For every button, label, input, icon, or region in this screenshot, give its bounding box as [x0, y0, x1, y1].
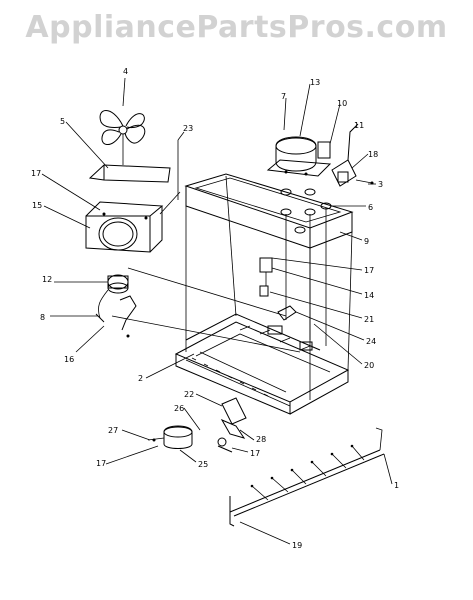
callout-label: 17 — [31, 169, 41, 178]
callout-label: 8 — [40, 313, 45, 322]
base-pan — [174, 313, 350, 415]
callout-label: 17 — [364, 266, 374, 275]
callout-label: 17 — [96, 459, 106, 468]
callout-label: 5 — [60, 117, 65, 126]
callout-label: 12 — [42, 275, 52, 284]
compartment-tray — [184, 173, 354, 249]
control-components — [259, 257, 297, 321]
fan-motor — [95, 274, 137, 338]
thermostat — [147, 425, 193, 449]
callout-label: 17 — [250, 449, 260, 458]
callout-label: 2 — [138, 374, 143, 383]
fan-blade — [99, 110, 146, 165]
callout-label: 9 — [364, 237, 369, 246]
callout-label: 18 — [368, 150, 378, 159]
callout-label: 4 — [123, 67, 128, 76]
projection-lines — [111, 140, 353, 400]
callout-label: 14 — [364, 291, 374, 300]
callout-label: 22 — [184, 390, 194, 399]
callout-label: 23 — [183, 124, 193, 133]
callout-label: 15 — [32, 201, 42, 210]
callout-label: 11 — [354, 121, 364, 130]
callout-label: 16 — [64, 355, 74, 364]
callout-label: 21 — [364, 315, 374, 324]
callout-label: 1 — [394, 481, 399, 490]
callout-label: 3 — [378, 180, 383, 189]
callout-label: 10 — [337, 99, 347, 108]
callout-label: 13 — [310, 78, 320, 87]
callout-label: 28 — [256, 435, 266, 444]
callout-label: 20 — [364, 361, 374, 370]
callout-label: 6 — [368, 203, 373, 212]
leader-lines — [41, 77, 393, 545]
callout-label: 25 — [198, 460, 208, 469]
fan-shroud — [85, 201, 164, 253]
watermark-logo: AppliancePartsPros.com — [25, 10, 448, 45]
defrost-assembly — [217, 397, 247, 453]
compressor — [266, 136, 332, 177]
callout-label: 24 — [366, 337, 376, 346]
wire-harness — [229, 427, 385, 527]
callout-labels: 4 5 23 17 15 12 8 16 7 13 10 11 18 3 6 9… — [31, 67, 399, 550]
callout-label: 26 — [174, 404, 184, 413]
fan-bracket — [88, 164, 171, 183]
callout-label: 19 — [292, 541, 302, 550]
callout-label: 7 — [281, 92, 286, 101]
callout-label: 27 — [108, 426, 118, 435]
